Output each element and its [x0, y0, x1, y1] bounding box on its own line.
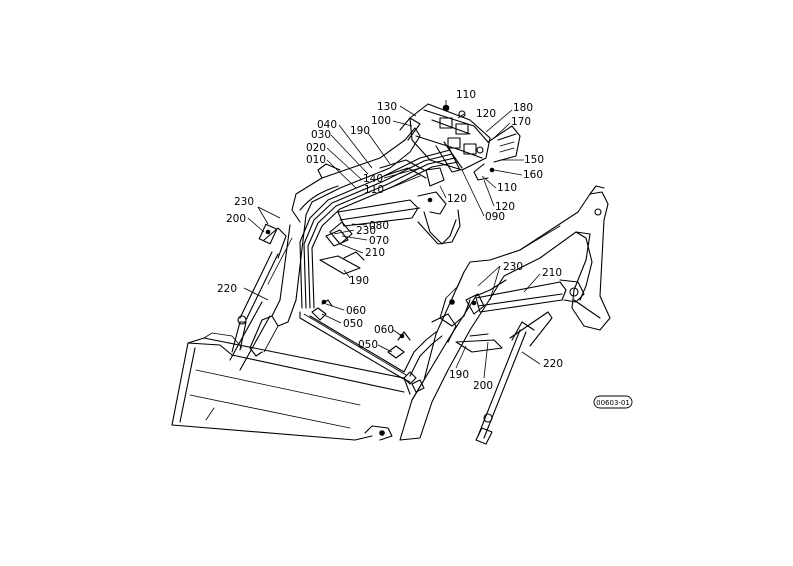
bucket [171, 332, 411, 441]
callout-120: 120 [495, 201, 515, 213]
callout-110: 110 [364, 184, 384, 196]
callout-230: 230 [503, 261, 523, 273]
right-loader-arm [399, 185, 611, 441]
callout-200: 200 [473, 380, 493, 392]
callout-230: 230 [234, 196, 254, 208]
callout-010: 010 [306, 154, 326, 166]
mounting-plates [319, 229, 503, 353]
callout-040: 040 [317, 119, 337, 131]
callout-060: 060 [374, 324, 394, 336]
hydraulic-hoses-right [403, 331, 443, 393]
callout-200: 200 [226, 213, 246, 225]
callout-120: 120 [447, 193, 467, 205]
callout-160: 160 [523, 169, 543, 181]
callout-090: 090 [485, 211, 505, 223]
callout-020: 020 [306, 142, 326, 154]
callout-030: 030 [311, 129, 331, 141]
right-bucket-cylinder [465, 279, 585, 315]
callout-120: 120 [476, 108, 496, 120]
callout-labels: 110 130 120 180 100 170 040 190 030 020 … [217, 89, 563, 392]
callout-180: 180 [513, 102, 533, 114]
callout-190: 190 [350, 125, 370, 137]
control-valve-assembly [379, 103, 521, 187]
callout-190: 190 [349, 275, 369, 287]
callout-210: 210 [542, 267, 562, 279]
left-loader-arm [229, 127, 421, 371]
callout-230: 230 [356, 225, 376, 237]
callout-110: 110 [497, 182, 517, 194]
callout-130: 130 [377, 101, 397, 113]
callout-100: 100 [371, 115, 391, 127]
callout-170: 170 [511, 116, 531, 128]
leader-lines [243, 100, 541, 379]
callout-060: 060 [346, 305, 366, 317]
callout-210: 210 [365, 247, 385, 259]
callout-050: 050 [343, 318, 363, 330]
callout-070: 070 [369, 235, 389, 247]
callout-050: 050 [358, 339, 378, 351]
right-lift-cylinder [475, 311, 553, 445]
callout-150: 150 [524, 154, 544, 166]
left-bucket-cylinder [329, 191, 461, 245]
left-lift-cylinder [231, 223, 287, 353]
callout-220: 220 [217, 283, 237, 295]
figure-code: 00603-01 [596, 399, 630, 407]
callout-190: 190 [449, 369, 469, 381]
figure-code-badge: 00603-01 [593, 395, 633, 409]
callout-110: 110 [456, 89, 476, 101]
callout-220: 220 [543, 358, 563, 370]
hose-clamps [311, 299, 411, 359]
callout-140: 140 [363, 173, 383, 185]
callout-080: 080 [369, 220, 389, 232]
